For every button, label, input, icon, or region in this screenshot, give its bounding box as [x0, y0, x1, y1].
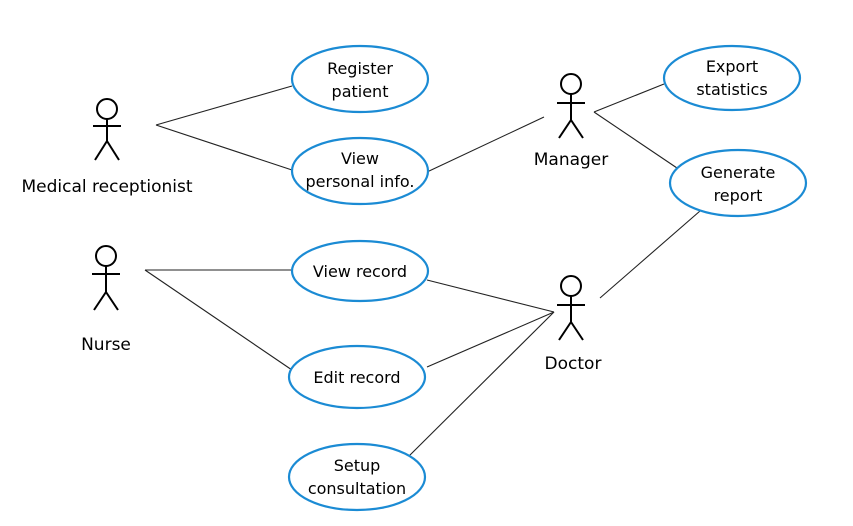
- associations: [144, 83, 701, 460]
- use-case-view-personal-info: View personal info.: [290, 136, 430, 206]
- actor-manager: Manager: [534, 73, 609, 170]
- actor-label: Medical receptionist: [21, 177, 192, 197]
- association-doctor-edit-record: [426, 311, 555, 368]
- use-case-generate-report: Generate report: [668, 148, 808, 218]
- actor-nurse: Nurse: [81, 245, 131, 355]
- use-case-label-line1: Export: [706, 57, 758, 76]
- association-doctor-generate-report: [599, 210, 701, 299]
- association-doctor-setup-consultation: [405, 311, 555, 460]
- use-case-export-statistics: Export statistics: [662, 44, 802, 112]
- stick-figure-icon: [92, 245, 120, 311]
- use-case-label-line1: Register: [327, 59, 393, 78]
- use-case-register-patient: Register patient: [290, 44, 430, 114]
- use-case-setup-consultation: Setup consultation: [287, 442, 427, 512]
- use-case-view-record: View record: [290, 239, 430, 303]
- stick-figure-icon: [557, 275, 585, 341]
- association-manager-generate-report: [593, 111, 678, 169]
- stick-figure-icon: [93, 98, 121, 161]
- use-case-label-line1: Generate: [701, 163, 776, 182]
- use-case-label-line1: View: [341, 149, 379, 168]
- use-case-edit-record: Edit record: [287, 344, 427, 410]
- actor-label: Doctor: [545, 354, 602, 374]
- actor-medical-receptionist: Medical receptionist: [21, 98, 193, 197]
- actor-label: Nurse: [81, 335, 131, 355]
- association-manager-view-personal-info: [426, 116, 545, 173]
- use-case-label-line2: consultation: [308, 479, 406, 498]
- use-case-label-line2: report: [714, 186, 763, 205]
- use-case-label-line2: patient: [332, 82, 389, 101]
- actor-doctor: Doctor: [545, 275, 602, 374]
- use-case-label-line2: personal info.: [306, 172, 415, 191]
- association-doctor-view-record: [426, 279, 555, 313]
- association-receptionist-view-personal-info: [155, 124, 293, 171]
- stick-figure-icon: [557, 73, 585, 139]
- use-case-label: View record: [313, 262, 407, 281]
- use-case-label-line1: Setup: [334, 456, 381, 475]
- association-receptionist-register-patient: [155, 85, 293, 126]
- use-case-label-line2: statistics: [696, 80, 767, 99]
- association-manager-export-statistics: [593, 83, 665, 113]
- actor-label: Manager: [534, 150, 609, 170]
- use-case-label: Edit record: [313, 368, 400, 387]
- association-nurse-edit-record: [144, 269, 293, 371]
